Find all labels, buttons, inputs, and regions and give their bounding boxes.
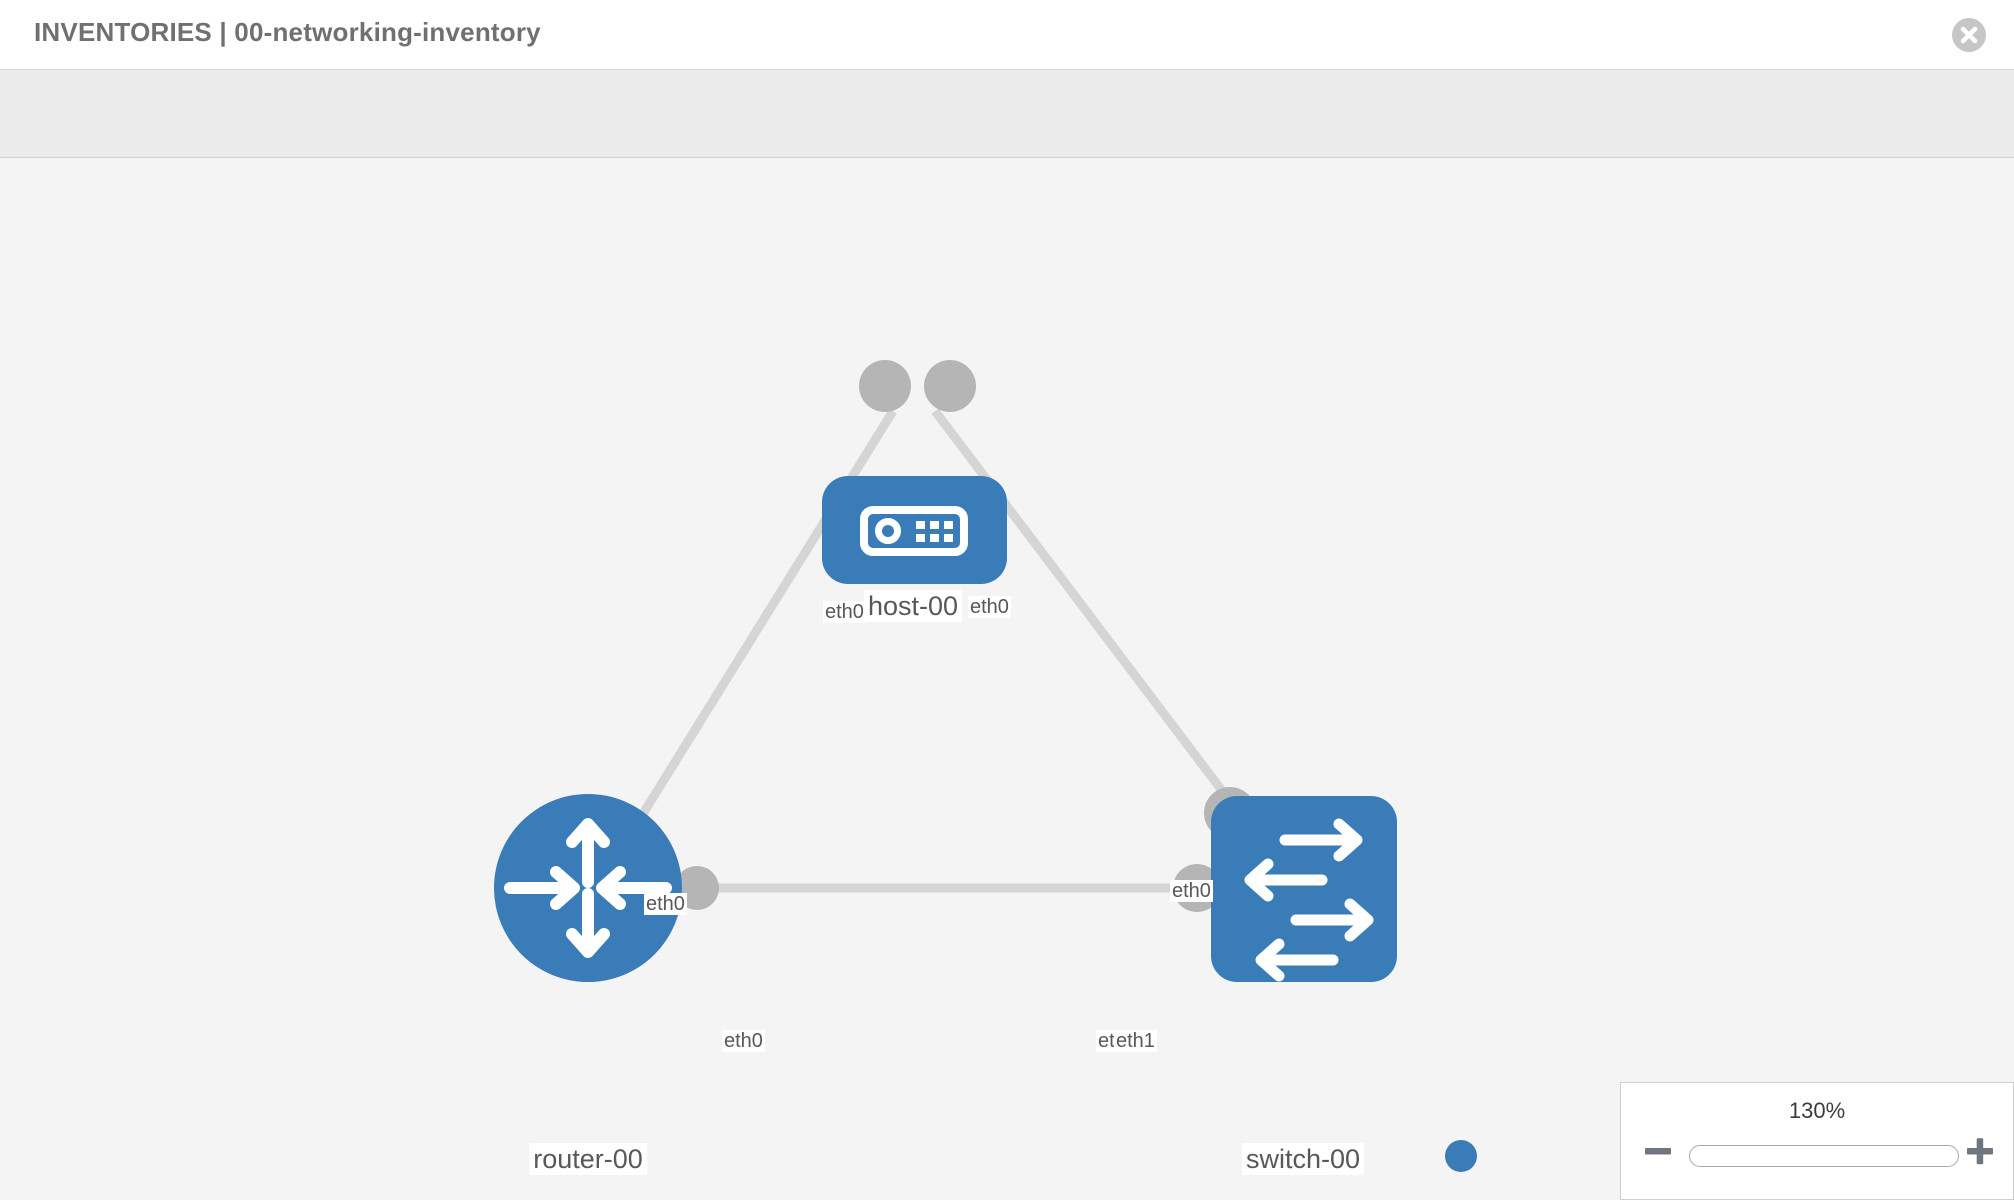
node-router-00 (494, 794, 682, 982)
iface-label: eth0 (823, 601, 866, 623)
minus-icon[interactable] (1643, 1136, 1673, 1166)
page-header: INVENTORIES | 00-networking-inventory (0, 0, 2014, 70)
connector-dot (924, 360, 976, 412)
switch-arrows-icon (1244, 818, 1374, 982)
iface-label: eth0 (1170, 880, 1213, 902)
topology-connectors (675, 360, 1256, 912)
close-icon[interactable] (1952, 18, 1986, 52)
plus-icon[interactable] (1965, 1136, 1995, 1166)
server-icon (860, 506, 968, 556)
connector-dot (859, 360, 911, 412)
zoom-control-panel: 130% (1620, 1082, 2014, 1200)
host-node-shape (822, 476, 1007, 584)
iface-label: eth0 (722, 1030, 765, 1052)
page-title: INVENTORIES | 00-networking-inventory (34, 17, 541, 47)
node-label-host: host-00 (863, 590, 963, 622)
node-label-router: router-00 (529, 1143, 647, 1175)
iface-label: eth0 (644, 893, 687, 915)
zoom-slider[interactable] (1689, 1145, 1959, 1167)
router-arrows-icon (504, 818, 672, 958)
iface-label: eth0 (968, 596, 1011, 618)
switch-node-shape (1211, 796, 1397, 982)
iface-label: eth1 (1114, 1030, 1157, 1052)
node-switch-00 (1211, 796, 1397, 982)
node-host-00 (822, 476, 1007, 584)
node-label-switch: switch-00 (1241, 1143, 1365, 1175)
toolbar: ACTIONS SEARCH (0, 70, 2014, 211)
zoom-slider-thumb[interactable] (1445, 1140, 1477, 1172)
topology-canvas[interactable]: eth0 eth0 eth0 eth0 eth0 eth0 eth1 host-… (0, 158, 2014, 1200)
zoom-level-label: 130% (1788, 1098, 1846, 1123)
topology-graph (494, 360, 1397, 982)
